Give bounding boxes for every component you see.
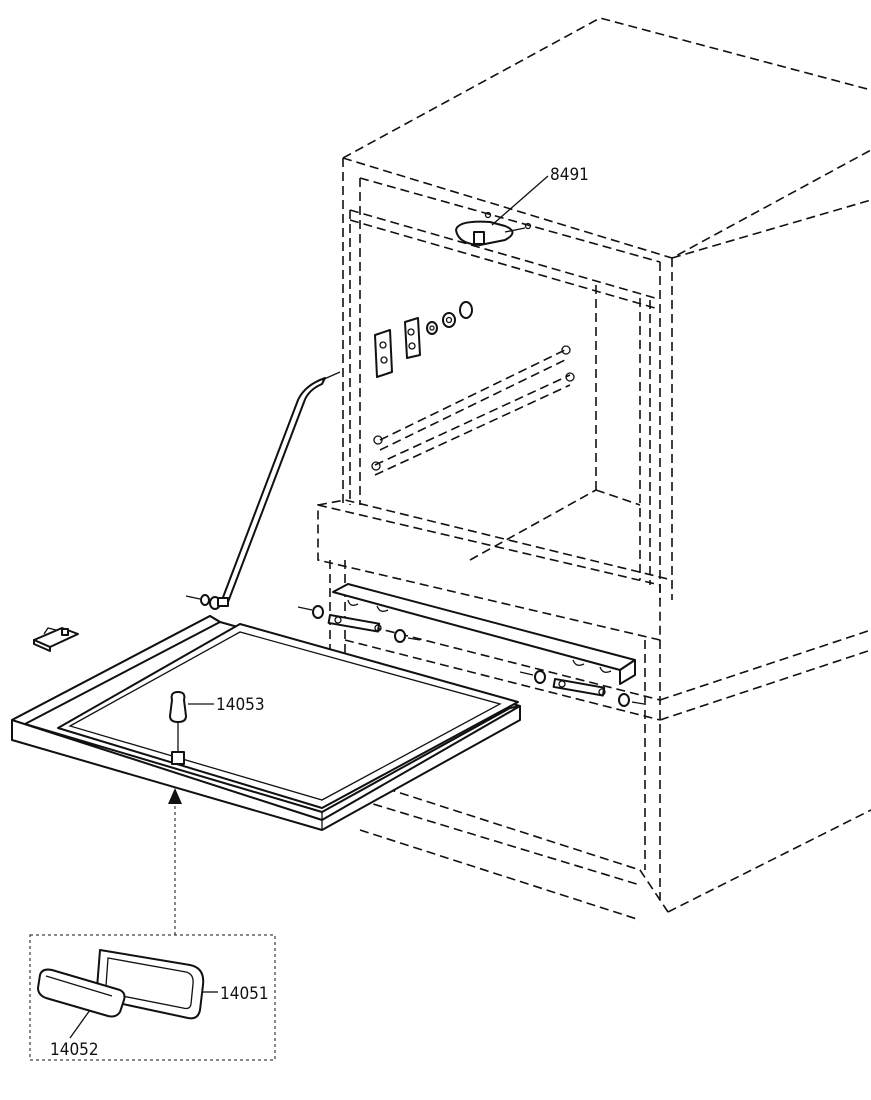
callout-14053: 14053	[216, 695, 265, 715]
front-trim-bar	[317, 499, 673, 642]
handle-bar-14052	[37, 968, 126, 1018]
callout-14051: 14051	[220, 984, 269, 1004]
shelf-frame	[11, 615, 521, 831]
cabinet-outline	[329, 17, 871, 921]
detail-arrow	[168, 788, 182, 935]
latch-8491	[455, 211, 532, 246]
nut-icon	[426, 301, 473, 335]
support-rod	[221, 371, 341, 603]
rail-screw-icon	[371, 345, 575, 471]
rod-pin-left-icon	[185, 594, 229, 610]
small-clip-icon	[33, 627, 79, 652]
knob-14053	[169, 691, 187, 765]
slide-rails	[371, 345, 575, 476]
callout-14052: 14052	[50, 1040, 99, 1060]
leader-8491	[491, 175, 549, 226]
hinge-assembly	[374, 301, 473, 378]
callout-8491: 8491	[550, 165, 589, 185]
leader-14052	[69, 1009, 91, 1039]
lower-bracket	[332, 583, 636, 685]
bracket-pins	[297, 605, 645, 707]
detail-box: 14051 14052	[29, 934, 276, 1061]
